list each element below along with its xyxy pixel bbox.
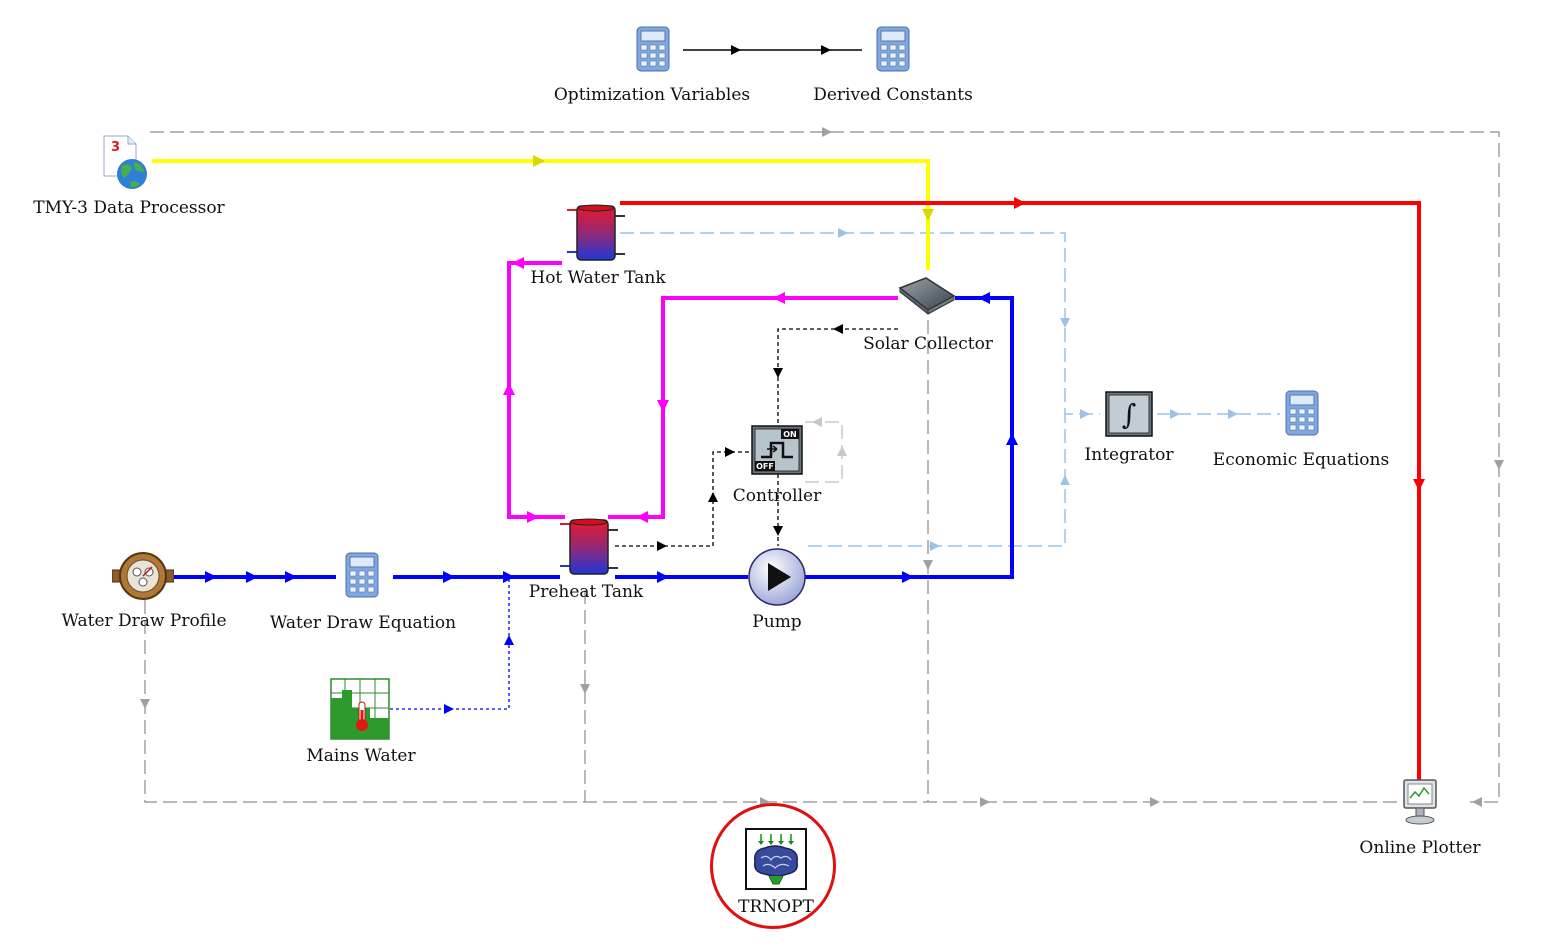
trnopt-highlight-circle [710, 803, 836, 929]
link-weather [152, 159, 930, 270]
hot-water-tank-label: Hot Water Tank [530, 268, 666, 288]
tmy3-badge: 3 [111, 140, 120, 155]
mains-water-label: Mains Water [306, 746, 416, 766]
water-draw-profile-node[interactable] [111, 548, 175, 602]
derived-constants-node[interactable] [876, 26, 910, 72]
link-preheat-to-integrator [808, 414, 1066, 547]
integrator-label: Integrator [1084, 445, 1174, 465]
integral-symbol: ∫ [1122, 398, 1137, 431]
link-preheat-to-controller [615, 451, 750, 547]
calculator-icon [345, 552, 379, 602]
online-plotter-node[interactable] [1400, 778, 1440, 826]
calculator-icon [636, 26, 670, 76]
arrowheads [140, 45, 1504, 807]
pump-node[interactable] [746, 546, 808, 608]
water-draw-equation-node[interactable] [345, 552, 379, 598]
link-hot-water [620, 201, 1421, 780]
link-bottom-bus [144, 600, 1398, 803]
trnopt-label: TRNOPT [738, 897, 814, 917]
pump-label: Pump [752, 612, 802, 632]
temperature-chart-icon [330, 678, 390, 744]
mains-water-node[interactable] [330, 678, 390, 740]
integrator-node[interactable]: ∫ [1105, 391, 1153, 437]
online-plotter-label: Online Plotter [1359, 838, 1481, 858]
link-controller-feedback [805, 421, 843, 483]
brain-optimizer-icon [745, 828, 807, 894]
integral-icon: ∫ [1105, 391, 1153, 441]
link-collector-to-controller [777, 328, 898, 425]
controller-label: Controller [732, 486, 822, 506]
weather-globe-icon: 3 [98, 135, 156, 196]
preheat-tank-node[interactable] [558, 516, 620, 576]
controller-off-text: OFF [756, 462, 774, 471]
link-mains-water [390, 580, 510, 710]
water-draw-profile-label: Water Draw Profile [61, 611, 227, 631]
calculator-icon [876, 26, 910, 76]
tank-icon [558, 518, 620, 580]
loop-links [507, 261, 898, 519]
monitor-plotter-icon [1400, 779, 1440, 830]
link-hwt-to-integrator [620, 232, 1100, 415]
tmy3-data-processor-node[interactable]: 3 [98, 134, 156, 192]
optimization-variables-node[interactable] [636, 26, 670, 72]
tmy3-data-processor-label: TMY-3 Data Processor [33, 198, 225, 218]
economic-equations-node[interactable] [1285, 390, 1319, 436]
economic-equations-label: Economic Equations [1212, 450, 1390, 470]
water-draw-equation-label: Water Draw Equation [269, 613, 457, 633]
derived-constants-label: Derived Constants [813, 85, 973, 105]
preheat-tank-label: Preheat Tank [528, 582, 644, 602]
controller-node[interactable]: ON OFF [751, 425, 803, 475]
calculator-icon [1285, 390, 1319, 440]
on-off-controller-icon: ON OFF [751, 425, 803, 479]
pump-icon [746, 548, 808, 612]
controller-on-text: ON [783, 430, 797, 439]
link-hwt-preheat-loop [507, 261, 565, 519]
solar-panel-icon [896, 277, 958, 320]
hot-water-tank-node[interactable] [565, 202, 627, 262]
optimization-variables-label: Optimization Variables [553, 85, 751, 105]
solar-collector-node[interactable] [896, 276, 958, 316]
water-meter-icon [111, 552, 175, 606]
solar-collector-label: Solar Collector [863, 334, 993, 354]
trnopt-node[interactable] [745, 828, 807, 890]
link-collector-return [608, 296, 898, 519]
tank-icon [565, 204, 627, 266]
